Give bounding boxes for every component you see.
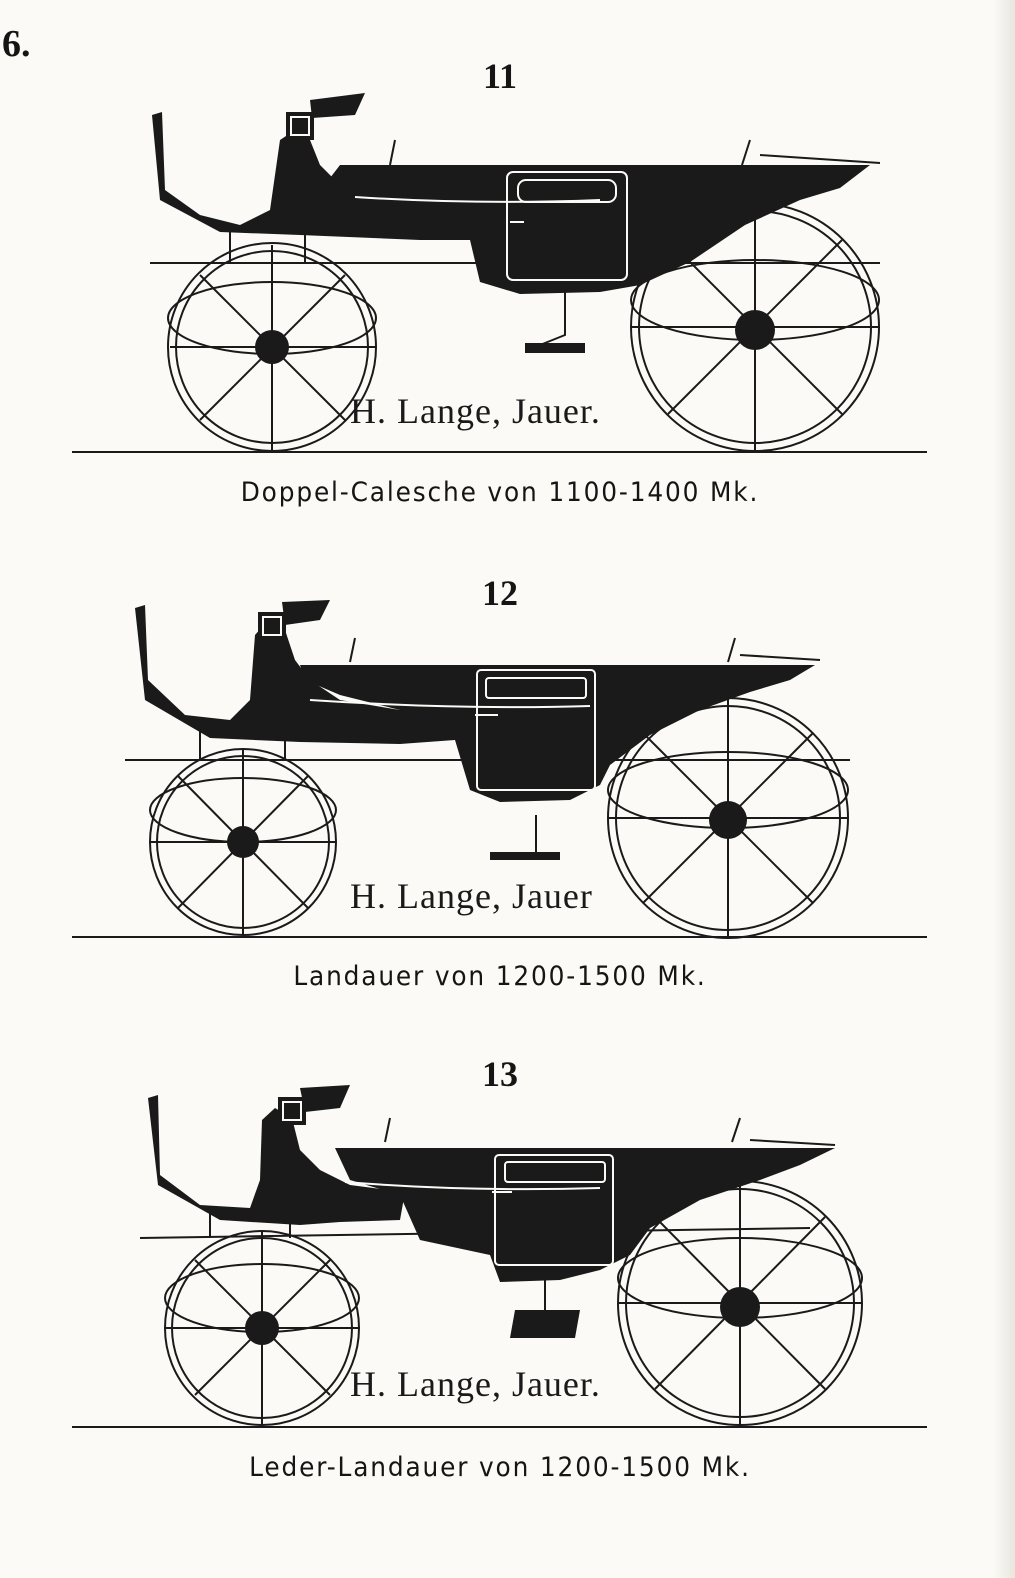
carriage-illustration-doppel-calesche [150, 93, 881, 452]
plate-13: 13 [0, 1020, 1015, 1500]
page-edge-shadow [993, 0, 1015, 1578]
plate-number: 11 [482, 56, 517, 96]
plate-caption: Doppel-Calesche von 1100-1400 Mk. [240, 477, 760, 508]
plate-caption: Landauer von 1200-1500 Mk. [293, 961, 707, 992]
ground-line [72, 451, 927, 453]
page-number: 6. [2, 23, 31, 65]
plate-12: 12 [0, 520, 1015, 1020]
plate-caption: Leder-Landauer von 1200-1500 Mk. [249, 1452, 751, 1483]
ground-line [72, 1426, 927, 1428]
carriage-illustration-leder-landauer [139, 1085, 863, 1426]
plate-11: 11 [0, 0, 1015, 520]
maker-mark: H. Lange, Jauer. [350, 391, 601, 431]
plate-number: 12 [482, 573, 518, 613]
maker-mark: H. Lange, Jauer. [350, 1364, 601, 1404]
ground-line [72, 936, 927, 938]
carriage-illustration-landauer [125, 600, 850, 939]
plate-number: 13 [482, 1054, 518, 1094]
maker-mark: H. Lange, Jauer [350, 876, 593, 916]
